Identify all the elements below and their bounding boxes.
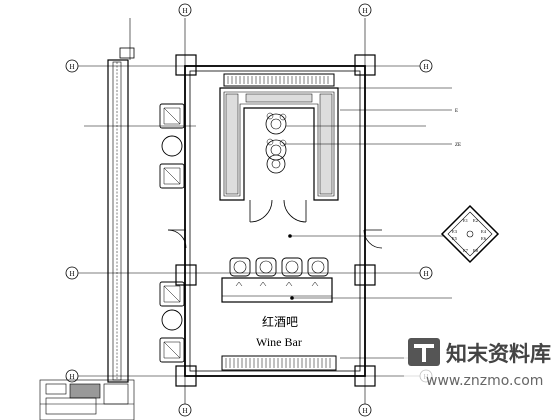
svg-text:H: H (182, 407, 187, 415)
room-name-en: Wine Bar (256, 335, 302, 349)
wine-display-cabinet (219, 73, 339, 223)
grid-bubble-left-1: H (65, 59, 79, 73)
watermark-url: www.znzmo.com (426, 373, 543, 389)
grid-bubble-top-2: H (358, 3, 372, 17)
room-walls (167, 54, 383, 387)
grid-bubble-left-3: H (65, 369, 79, 383)
watermark: 知末资料库 www.znzmo.com (404, 326, 560, 420)
grid-lines (78, 18, 420, 410)
compass-cell-4: E4 (481, 229, 487, 234)
bar-stool-3 (281, 257, 303, 277)
leader-tag-1: E (455, 109, 458, 114)
leader-lines (84, 87, 452, 359)
grid-bubble-left-2: H (65, 266, 79, 280)
compass-cell-3: E3 (452, 229, 458, 234)
side-table-1 (161, 135, 183, 157)
armchair-3 (159, 281, 185, 307)
side-table-2 (161, 309, 183, 331)
armchair-2 (159, 163, 185, 189)
svg-text:H: H (423, 63, 428, 71)
cabinet-double-door (249, 199, 307, 223)
svg-text:H: H (69, 373, 74, 381)
grid-bubble-bottom-1: H (178, 403, 192, 417)
svg-text:H: H (69, 63, 74, 71)
compass-cell-5: E5 (452, 236, 458, 241)
svg-text:H: H (362, 407, 367, 415)
svg-text:H: H (69, 270, 74, 278)
display-table-3 (266, 154, 286, 174)
watermark-brand: 知末资料库 (446, 342, 551, 366)
display-table-2 (265, 138, 287, 161)
armchair-4 (159, 337, 185, 363)
svg-text:H: H (182, 7, 187, 15)
grid-bubble-bottom-2: H (358, 403, 372, 417)
leader-tag-2: ZE (455, 143, 461, 148)
bar-stool-2 (255, 257, 277, 277)
left-seating (159, 103, 185, 363)
direction-indicator: E1 E2 E3 E4 E5 E6 E7 E8 (440, 204, 500, 264)
compass-cell-6: E6 (481, 236, 487, 241)
compass-cell-8: E8 (473, 248, 479, 253)
svg-text:H: H (423, 270, 428, 278)
display-table-1 (265, 112, 287, 135)
left-wall-band (107, 47, 135, 383)
grid-bubble-right-2: H (419, 266, 433, 280)
bar-stool-4 (307, 257, 329, 277)
svg-text:H: H (362, 7, 367, 15)
room-name-cn: 红酒吧 (262, 314, 298, 329)
grid-bubble-right-1: H (419, 59, 433, 73)
grid-bubble-top-1: H (178, 3, 192, 17)
compass-cell-2: E2 (473, 218, 478, 223)
bar-stool-1 (229, 257, 251, 277)
bar-area (221, 257, 333, 303)
armchair-1 (159, 103, 185, 129)
watermark-logo-icon (408, 338, 440, 366)
compass-cell-1: E1 (463, 218, 468, 223)
bar-counter (221, 277, 333, 303)
compass-cell-7: E7 (463, 248, 469, 253)
top-rack-bottles (227, 76, 329, 84)
key-plan-thumbnail (39, 379, 135, 420)
bottom-wine-rack (221, 355, 337, 371)
